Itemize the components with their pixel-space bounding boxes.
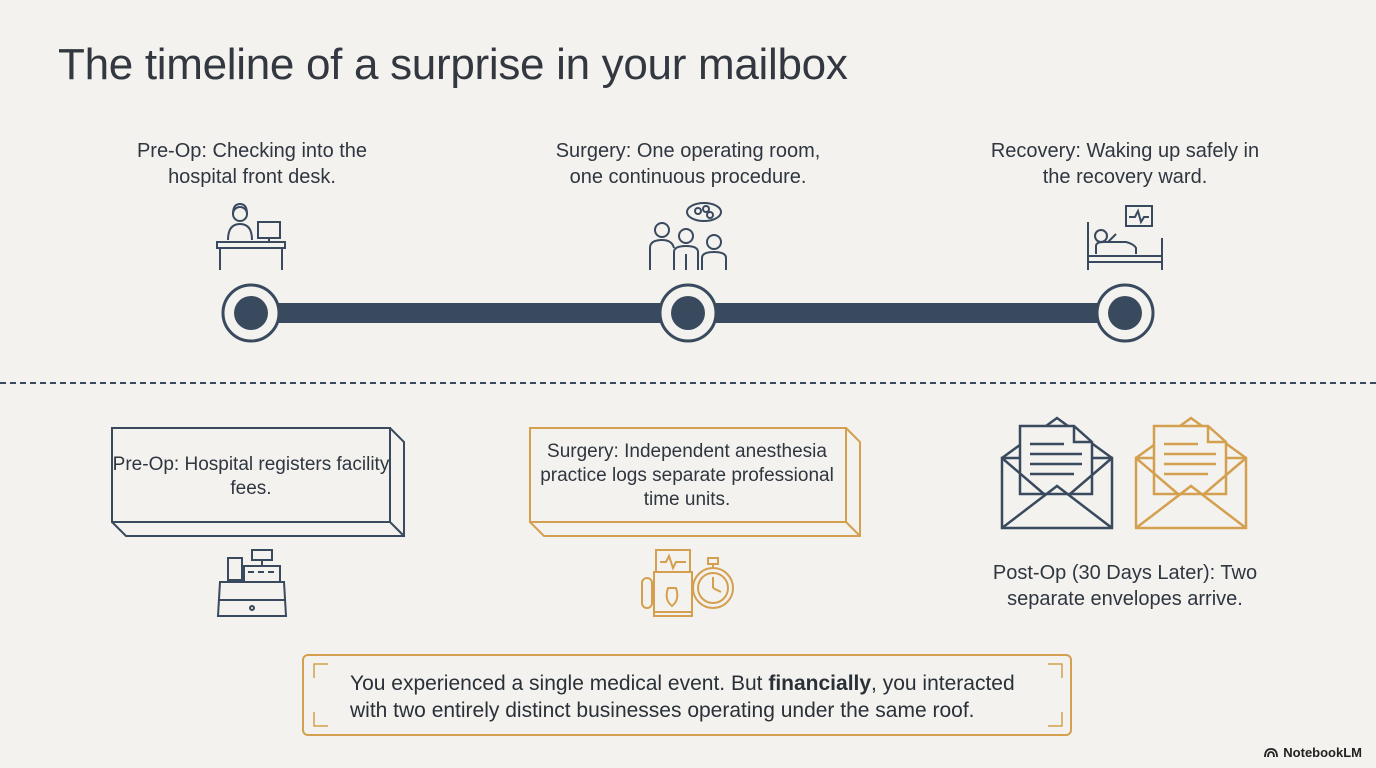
brand-label: NotebookLM — [1283, 745, 1362, 760]
summary-box — [302, 654, 1072, 736]
envelope-navy-icon — [1000, 416, 1114, 530]
notebooklm-icon — [1264, 747, 1279, 757]
timeline-node-surgery — [658, 283, 718, 343]
hospital-fee-text: Pre-Op: Hospital registers facility fees… — [112, 454, 390, 499]
summary-emphasis: financially — [768, 672, 872, 695]
caption-surgery: Surgery: One operating room, one continu… — [555, 140, 821, 188]
envelope-gold-icon — [1134, 416, 1248, 530]
surgeons-icon — [649, 202, 727, 270]
brand-logo: NotebookLM — [1264, 745, 1362, 760]
anesthesia-fee-text: Surgery: Independent anesthesia practice… — [540, 441, 834, 510]
hospital-fee-box — [111, 427, 405, 537]
summary-text-part1: You experienced a single medical event. … — [350, 672, 769, 695]
summary-corner-marks — [313, 663, 1063, 727]
summary-text: You experienced a single medical event. … — [350, 670, 1050, 724]
caption-recovery: Recovery: Waking up safely in the recove… — [990, 140, 1260, 188]
page-title: The timeline of a surprise in your mailb… — [58, 40, 848, 89]
timeline-node-recovery — [1095, 283, 1155, 343]
stopwatch-icon — [692, 557, 734, 609]
anesthesia-machine-icon — [641, 549, 693, 617]
hospital-bed-icon — [1087, 205, 1163, 270]
cash-register-icon — [216, 549, 288, 617]
anesthesia-fee-box — [529, 427, 861, 537]
timeline-node-preop — [221, 283, 281, 343]
caption-postop: Post-Op (30 Days Later): Two separate en… — [992, 562, 1258, 610]
caption-preop: Pre-Op: Checking into the hospital front… — [136, 140, 368, 188]
divider-line — [0, 382, 1376, 384]
receptionist-icon — [216, 202, 286, 270]
summary-text-part2: , you interacted with two entirely disti… — [350, 672, 1015, 722]
